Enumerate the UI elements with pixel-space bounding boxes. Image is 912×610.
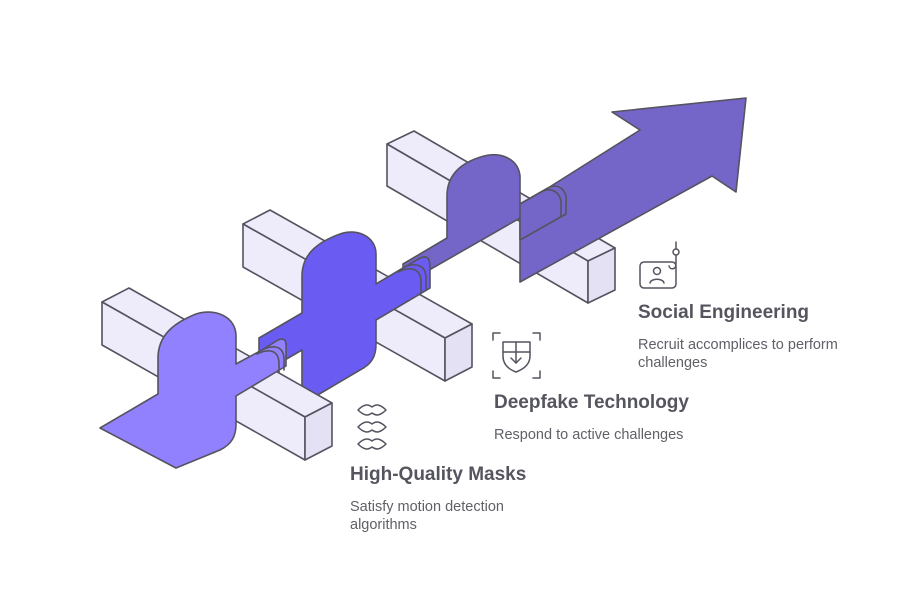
stage-title: Social Engineering — [638, 302, 810, 323]
stage-social-engineering: Social Engineering Recruit accomplices t… — [638, 302, 898, 372]
mask-layers-icon — [357, 404, 387, 450]
face-scan-shield-icon — [492, 332, 541, 379]
stage-deepfake-technology: Deepfake Technology Respond to active ch… — [494, 392, 754, 444]
ribbon-social-engineering-fold — [519, 185, 568, 241]
stage-description: Respond to active challenges — [494, 427, 684, 443]
stage-description: Recruit accomplices to perform challenge… — [638, 337, 838, 371]
ribbon-high-quality-masks — [99, 311, 287, 469]
stage-title: High-Quality Masks — [350, 464, 527, 485]
stage-description: Satisfy motion detection algorithms — [350, 499, 504, 533]
stage-title: Deepfake Technology — [494, 392, 689, 413]
user-phishing-hook-icon — [639, 241, 680, 289]
stage-high-quality-masks: High-Quality Masks Satisfy motion detect… — [350, 464, 550, 534]
